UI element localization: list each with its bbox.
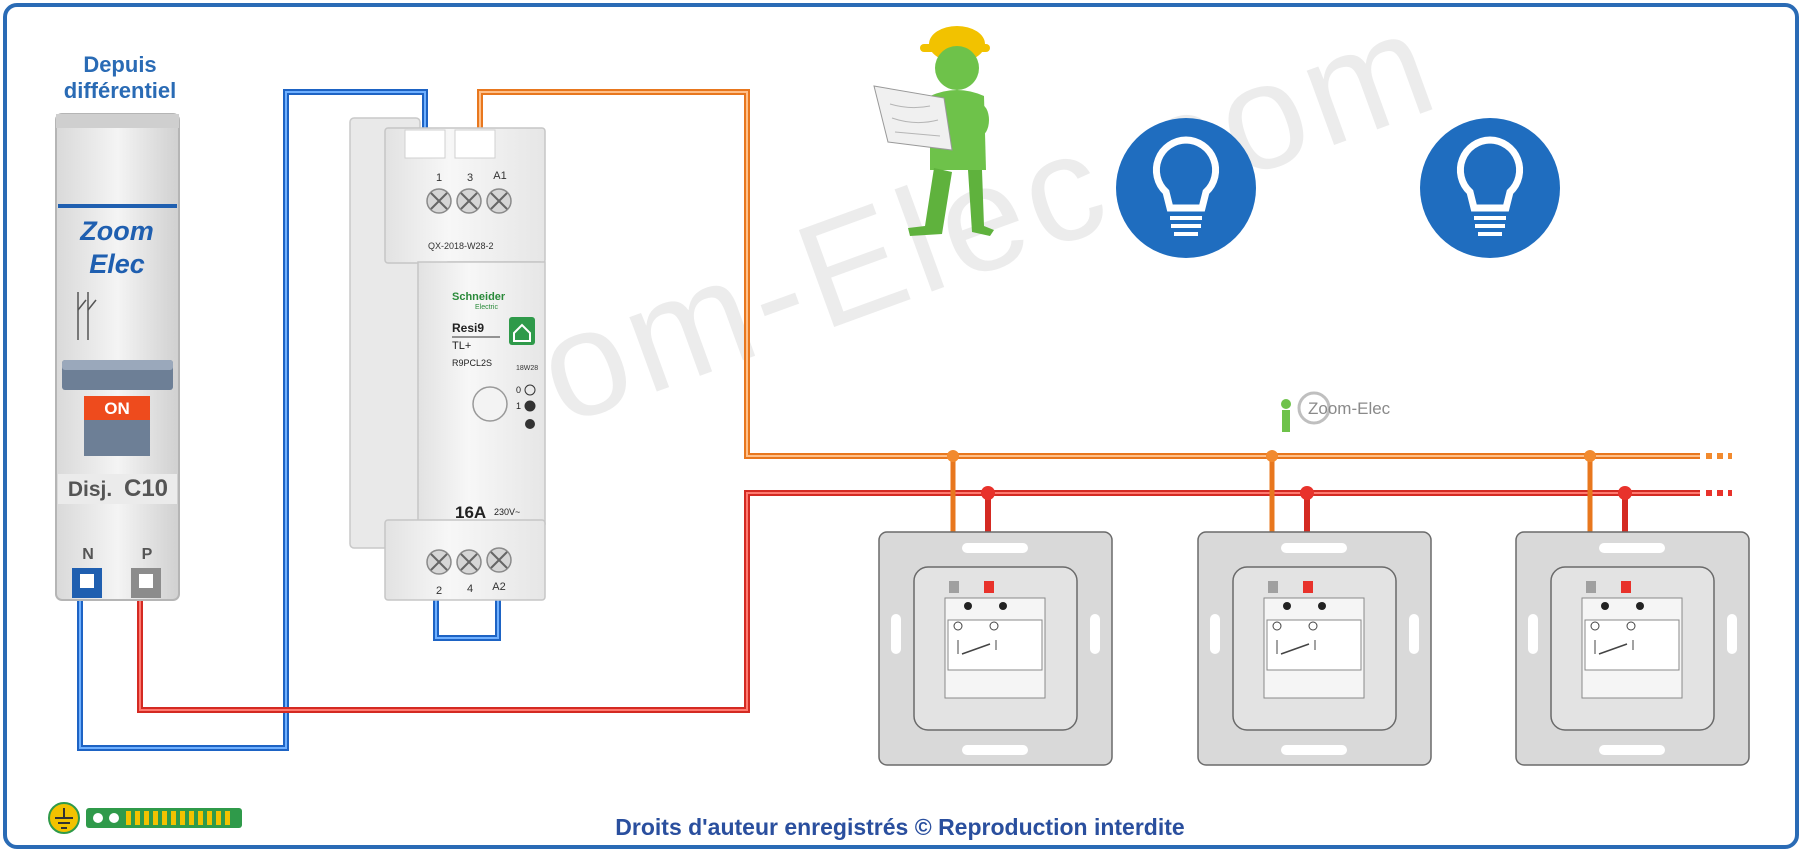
relay-bottom-screws: [426, 547, 512, 575]
push-button-2: [1197, 531, 1432, 766]
neutral-wire: [77, 89, 501, 751]
relay-position-0: 0: [516, 385, 521, 395]
breaker-state-label: ON: [104, 399, 130, 418]
relay-terminal-a2: A2: [492, 581, 505, 593]
impulse-relay: 1 3 A1 QX-2018-W28-2 Schneider Electric …: [349, 117, 546, 601]
terminal-p-label: P: [142, 546, 153, 563]
relay-terminal-3: 3: [467, 172, 473, 184]
push-button-3: [1515, 531, 1750, 766]
breaker-symbol-icon: [77, 292, 97, 340]
relay-terminal-2: 2: [436, 585, 442, 597]
push-button-1: [878, 531, 1113, 766]
relay-position-1: 1: [516, 401, 521, 411]
earth-terminal-bar: [86, 808, 242, 828]
breaker-model-rating: C10: [124, 475, 168, 502]
relay-date-code: 18W28: [516, 365, 538, 372]
relay-brand-sub: Electric: [475, 304, 498, 311]
relay-brand: Schneider: [452, 291, 506, 303]
relay-product-line: Resi9: [452, 321, 484, 335]
breaker-model-prefix: Disj.: [68, 478, 112, 501]
relay-ref-code: QX-2018-W28-2: [428, 241, 494, 251]
terminal-n-label: N: [82, 546, 94, 563]
worker-with-plan-icon: [873, 26, 994, 236]
breaker-brand-line2: Elec: [89, 249, 145, 279]
source-label: Depuis différentiel: [40, 52, 200, 104]
relay-terminal-a1: A1: [493, 170, 506, 182]
house-icon: [509, 317, 535, 345]
relay-voltage: 230V~: [494, 507, 520, 517]
relay-top-screws: [426, 188, 512, 214]
relay-type: TL+: [452, 340, 471, 352]
mini-logo: Zoom-Elec: [1281, 391, 1391, 432]
circuit-breaker: Zoom Elec ON Disj. C10 N P: [55, 113, 180, 601]
source-label-line1: Depuis: [83, 52, 157, 77]
relay-terminal-4: 4: [467, 583, 473, 595]
breaker-brand-line1: Zoom: [79, 216, 154, 246]
copyright-footer: Droits d'auteur enregistrés © Reproducti…: [615, 814, 1185, 840]
mini-logo-text: Zoom-Elec: [1308, 399, 1391, 418]
lightbulb-icon: [1116, 118, 1256, 258]
relay-terminal-1: 1: [436, 172, 442, 184]
earth-symbol-icon: [48, 802, 80, 834]
relay-push-button: [472, 386, 508, 422]
relay-rating: 16A: [455, 503, 486, 522]
relay-part-number: R9PCL2S: [452, 358, 492, 368]
lightbulb-icon: [1420, 118, 1560, 258]
source-label-line2: différentiel: [63, 78, 177, 103]
